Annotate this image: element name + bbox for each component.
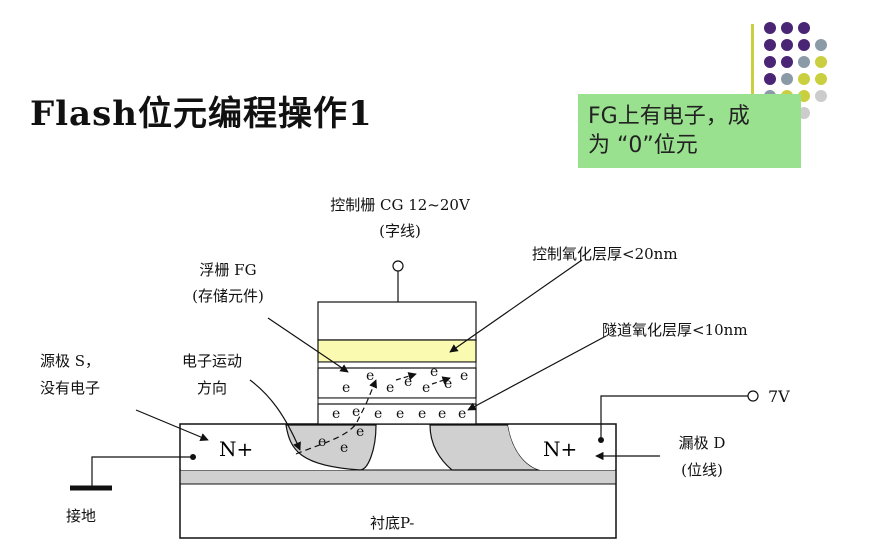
source-label-line-1: 源极 S， [40,352,101,370]
decorative-dot [798,73,810,85]
motion-label-line-2: 方向 [196,379,227,397]
dot-grid-graphic [764,22,827,119]
callout-line-1: FG上有电子，成 [588,104,750,129]
decorative-dot [781,22,793,34]
source-label: 源极 S， 没有电子 [40,350,100,398]
ground-label: 接地 [66,507,97,525]
substrate-label: 衬底P- [370,514,415,532]
electron-path-fg-2 [431,376,451,385]
tunnel-oxide-label: 隧道氧化层厚<10nm [602,321,748,339]
n-plus-left-label: N+ [219,437,253,461]
electron: e [340,440,348,456]
electron: e [430,364,438,380]
decorative-dot [815,73,827,85]
decorative-dot [815,39,827,51]
drain-label-line-2: (位线) [681,461,723,479]
fg-label-line-2: (存储元件) [192,287,264,305]
electron: e [386,380,394,396]
drain-label: 漏极 D (位线) [660,432,744,480]
decorative-dot [798,39,810,51]
fg-label: 浮栅 FG (存储元件) [168,259,288,306]
decorative-dot [764,39,776,51]
fg-arrow [267,317,349,373]
decorative-dot [798,107,810,119]
decorative-dot [781,73,793,85]
decorative-dot [764,22,776,34]
electron: e [460,368,468,384]
tunnel-oxide [317,397,477,405]
cg-label-line-2: (字线) [379,222,421,240]
electron: e [444,376,452,392]
electron: e [404,374,412,390]
slide-title: Flash位元编程操作1 [30,94,373,134]
cg-label-line-1: 控制栅 CG 12~20V [330,196,470,214]
gate-top-insulator [317,301,477,341]
electron: e [418,406,426,422]
drain-label-line-1: 漏极 D [678,434,726,452]
callout-box: FG上有电子，成 为 “0”位元 [578,94,801,168]
n-plus-right-label: N+ [543,437,577,461]
decorative-dot [764,56,776,68]
motion-label-arrow [249,379,301,451]
cg-terminal [392,260,404,272]
electron: e [318,434,326,450]
electron: e [458,406,466,422]
electron: e [332,406,340,422]
ctrl-oxide-arrow [449,259,583,353]
decorative-dot [781,39,793,51]
motion-label-line-1: 电子运动 [181,352,242,370]
decorative-dot-grid [760,20,840,130]
drain-n-plus-well [508,425,615,470]
electron: e [352,404,360,420]
electron-motion-label: 电子运动 方向 [170,350,254,398]
electron: e [396,406,404,422]
tunnel-oxide-arrow [467,335,607,411]
electron: e [374,406,382,422]
source-label-line-2: 没有电子 [40,379,101,397]
channel-layer [317,403,477,425]
callout-line-2: 为 “0”位元 [588,133,698,158]
electron-path [295,379,377,455]
fg-label-line-1: 浮栅 FG [199,261,257,279]
decorative-dot [781,56,793,68]
ctrl-oxide-label: 控制氧化层厚<20nm [532,245,678,263]
decorative-dot [798,90,810,102]
electron: e [366,368,374,384]
source-depletion-region [285,424,377,471]
electron: e [342,380,350,396]
electron: e [438,406,446,422]
source-n-plus-well [181,425,360,470]
decorative-dot [798,56,810,68]
decorative-dot [815,56,827,68]
electron-path-fg-1 [395,372,417,381]
decorative-dot [764,73,776,85]
electron: e [422,380,430,396]
decorative-dot [815,90,827,102]
decorative-dot [798,22,810,34]
cg-label: 控制栅 CG 12~20V (字线) [300,194,500,241]
drain-terminal [747,390,759,402]
drain-terminal-wire [600,395,748,440]
electron: e [356,424,364,440]
drain-voltage-label: 7V [768,387,790,406]
ground-wire [91,456,193,486]
substrate-band [181,470,615,484]
drain-contact-dot [598,437,604,443]
source-arrow [135,409,209,441]
